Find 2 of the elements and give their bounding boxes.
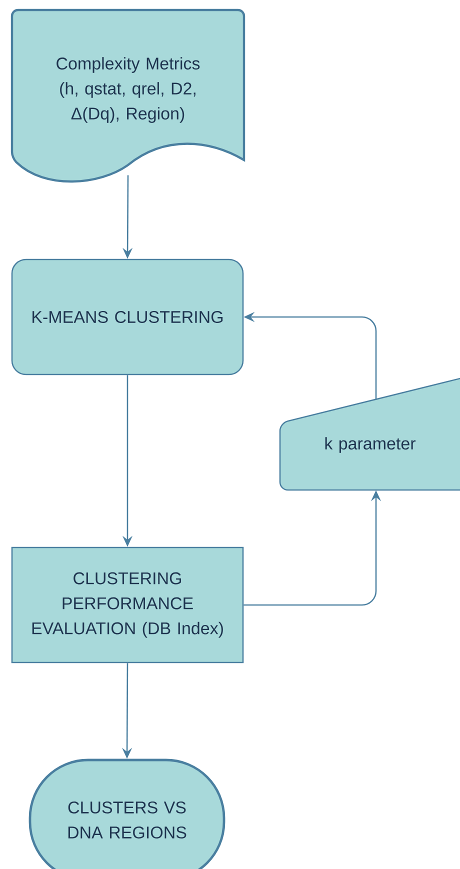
process-box: CLUSTERING PERFORMANCE EVALUATION (DB Index) [11, 546, 244, 664]
process-box: K-MEANS CLUSTERING [11, 258, 244, 376]
